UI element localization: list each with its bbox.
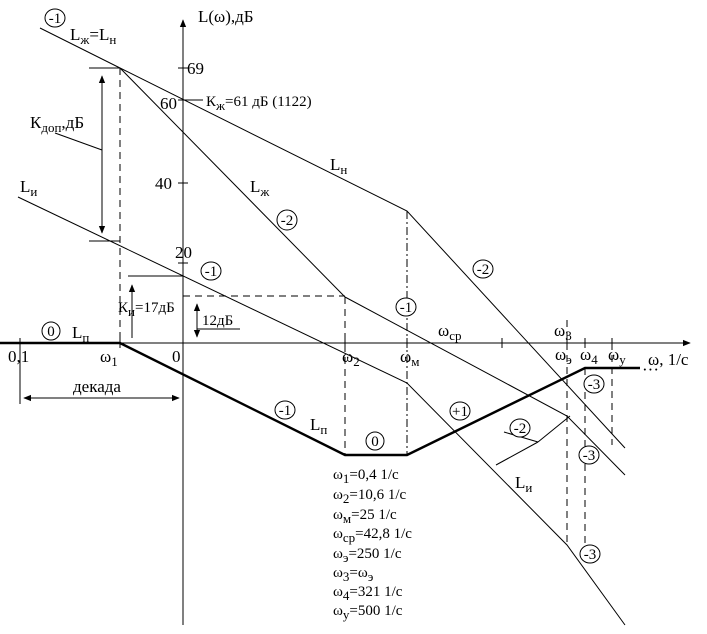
svg-text:-3: -3	[583, 448, 596, 464]
x-tick-wm: ωм	[400, 347, 419, 369]
li-curve	[17, 196, 626, 626]
svg-text:0: 0	[371, 434, 379, 450]
slope-mark-m2-ln: -2	[472, 259, 494, 279]
slope-mark-p1-rise: +1	[449, 401, 471, 421]
svg-text:-1: -1	[400, 300, 413, 316]
label-lzh-eq-ln: Lж=Lн	[70, 25, 116, 47]
svg-text:-1: -1	[49, 11, 62, 27]
y-tick-69: 69	[187, 59, 204, 78]
y-axis-label: L(ω),дБ	[198, 7, 254, 26]
y-tick-40: 40	[155, 174, 172, 193]
x-tick-w3: ω3	[554, 321, 572, 343]
slope-mark-m1-top: -1	[44, 8, 66, 28]
slope-mark-m3-b: -3	[578, 445, 600, 465]
legend-wcp: ωср=42,8 1/с	[333, 526, 412, 545]
slope-mark-m2-lzh: -2	[276, 209, 298, 231]
dimension-markers	[19, 67, 571, 466]
slope-mark-m1-lp: -1	[274, 400, 296, 420]
legend-w4: ω4=321 1/с	[333, 584, 403, 603]
slope-mark-m3-a: -3	[583, 374, 605, 394]
svg-text:-1: -1	[205, 264, 218, 280]
legend-w3: ω3=ωэ	[333, 565, 374, 584]
label-ki: Ки=17дБ	[118, 300, 175, 319]
x-axis-continuation-dots: ···	[642, 360, 659, 379]
legend-wm: ωм=25 1/с	[333, 507, 397, 526]
legend-we: ωэ=250 1/с	[333, 546, 402, 565]
svg-text:-3: -3	[584, 547, 597, 563]
legend-wy: ωу=500 1/с	[333, 603, 403, 622]
label-lp-left: Lп	[72, 323, 89, 345]
frequency-legend: ω1=0,4 1/с ω2=10,6 1/с ωм=25 1/с ωср=42,…	[333, 467, 412, 622]
slope-mark-m3-c: -3	[579, 544, 601, 564]
label-12db: 12дБ	[202, 313, 233, 329]
svg-text:-2: -2	[514, 421, 527, 437]
slope-mark-m0-bottom: 0	[365, 431, 385, 451]
label-lzh: Lж	[250, 177, 270, 199]
svg-text:-2: -2	[477, 262, 490, 278]
svg-text:-3: -3	[588, 377, 601, 393]
svg-text:-2: -2	[281, 213, 294, 229]
x-tick-w2: ω2	[342, 347, 360, 369]
slope-mark-m1-li: -1	[200, 261, 222, 281]
slope-mark-m1-ln: -1	[395, 297, 417, 317]
svg-text:-1: -1	[279, 403, 292, 419]
svg-text:0: 0	[47, 324, 55, 340]
y-tick-20: 20	[175, 243, 192, 262]
y-tick-60: 60	[160, 94, 177, 113]
svg-text:+1: +1	[452, 404, 468, 420]
label-kdop: Кдоп,дБ	[30, 113, 84, 135]
label-lp-bottom: Lп	[310, 415, 327, 437]
slope-mark-m2-right: -2	[509, 418, 531, 438]
slope-marks: -1 0 -2 -1 -1 -2 -1 0	[41, 8, 605, 564]
curves	[0, 27, 640, 626]
ln-curve	[119, 67, 626, 449]
label-dekada: декада	[73, 377, 121, 396]
lzh-curve	[119, 67, 346, 298]
construction-lines	[119, 68, 613, 560]
x-axis-label: ω, 1/с	[648, 350, 689, 369]
label-li-right: Lи	[515, 473, 532, 495]
lp-curve	[0, 341, 640, 457]
label-li-left: Lи	[20, 177, 37, 199]
label-ln: Lн	[330, 155, 347, 177]
legend-w2: ω2=10,6 1/с	[333, 487, 407, 506]
label-kzh: Кж=61 дБ (1122)	[206, 94, 312, 113]
x-tick-wy: ωу	[608, 345, 626, 367]
x-tick-w1: ω1	[100, 347, 118, 369]
x-tick-zero: 0	[172, 347, 181, 366]
x-tick-w4: ω4	[580, 345, 598, 367]
legend-w1: ω1=0,4 1/с	[333, 467, 399, 486]
x-tick-0-1: 0,1	[8, 347, 29, 366]
x-tick-wcp: ωср	[438, 321, 461, 343]
top-left-slope-line	[39, 27, 121, 69]
x-tick-we: ωэ	[555, 345, 572, 367]
slope-mark-m0-left: 0	[41, 321, 61, 341]
